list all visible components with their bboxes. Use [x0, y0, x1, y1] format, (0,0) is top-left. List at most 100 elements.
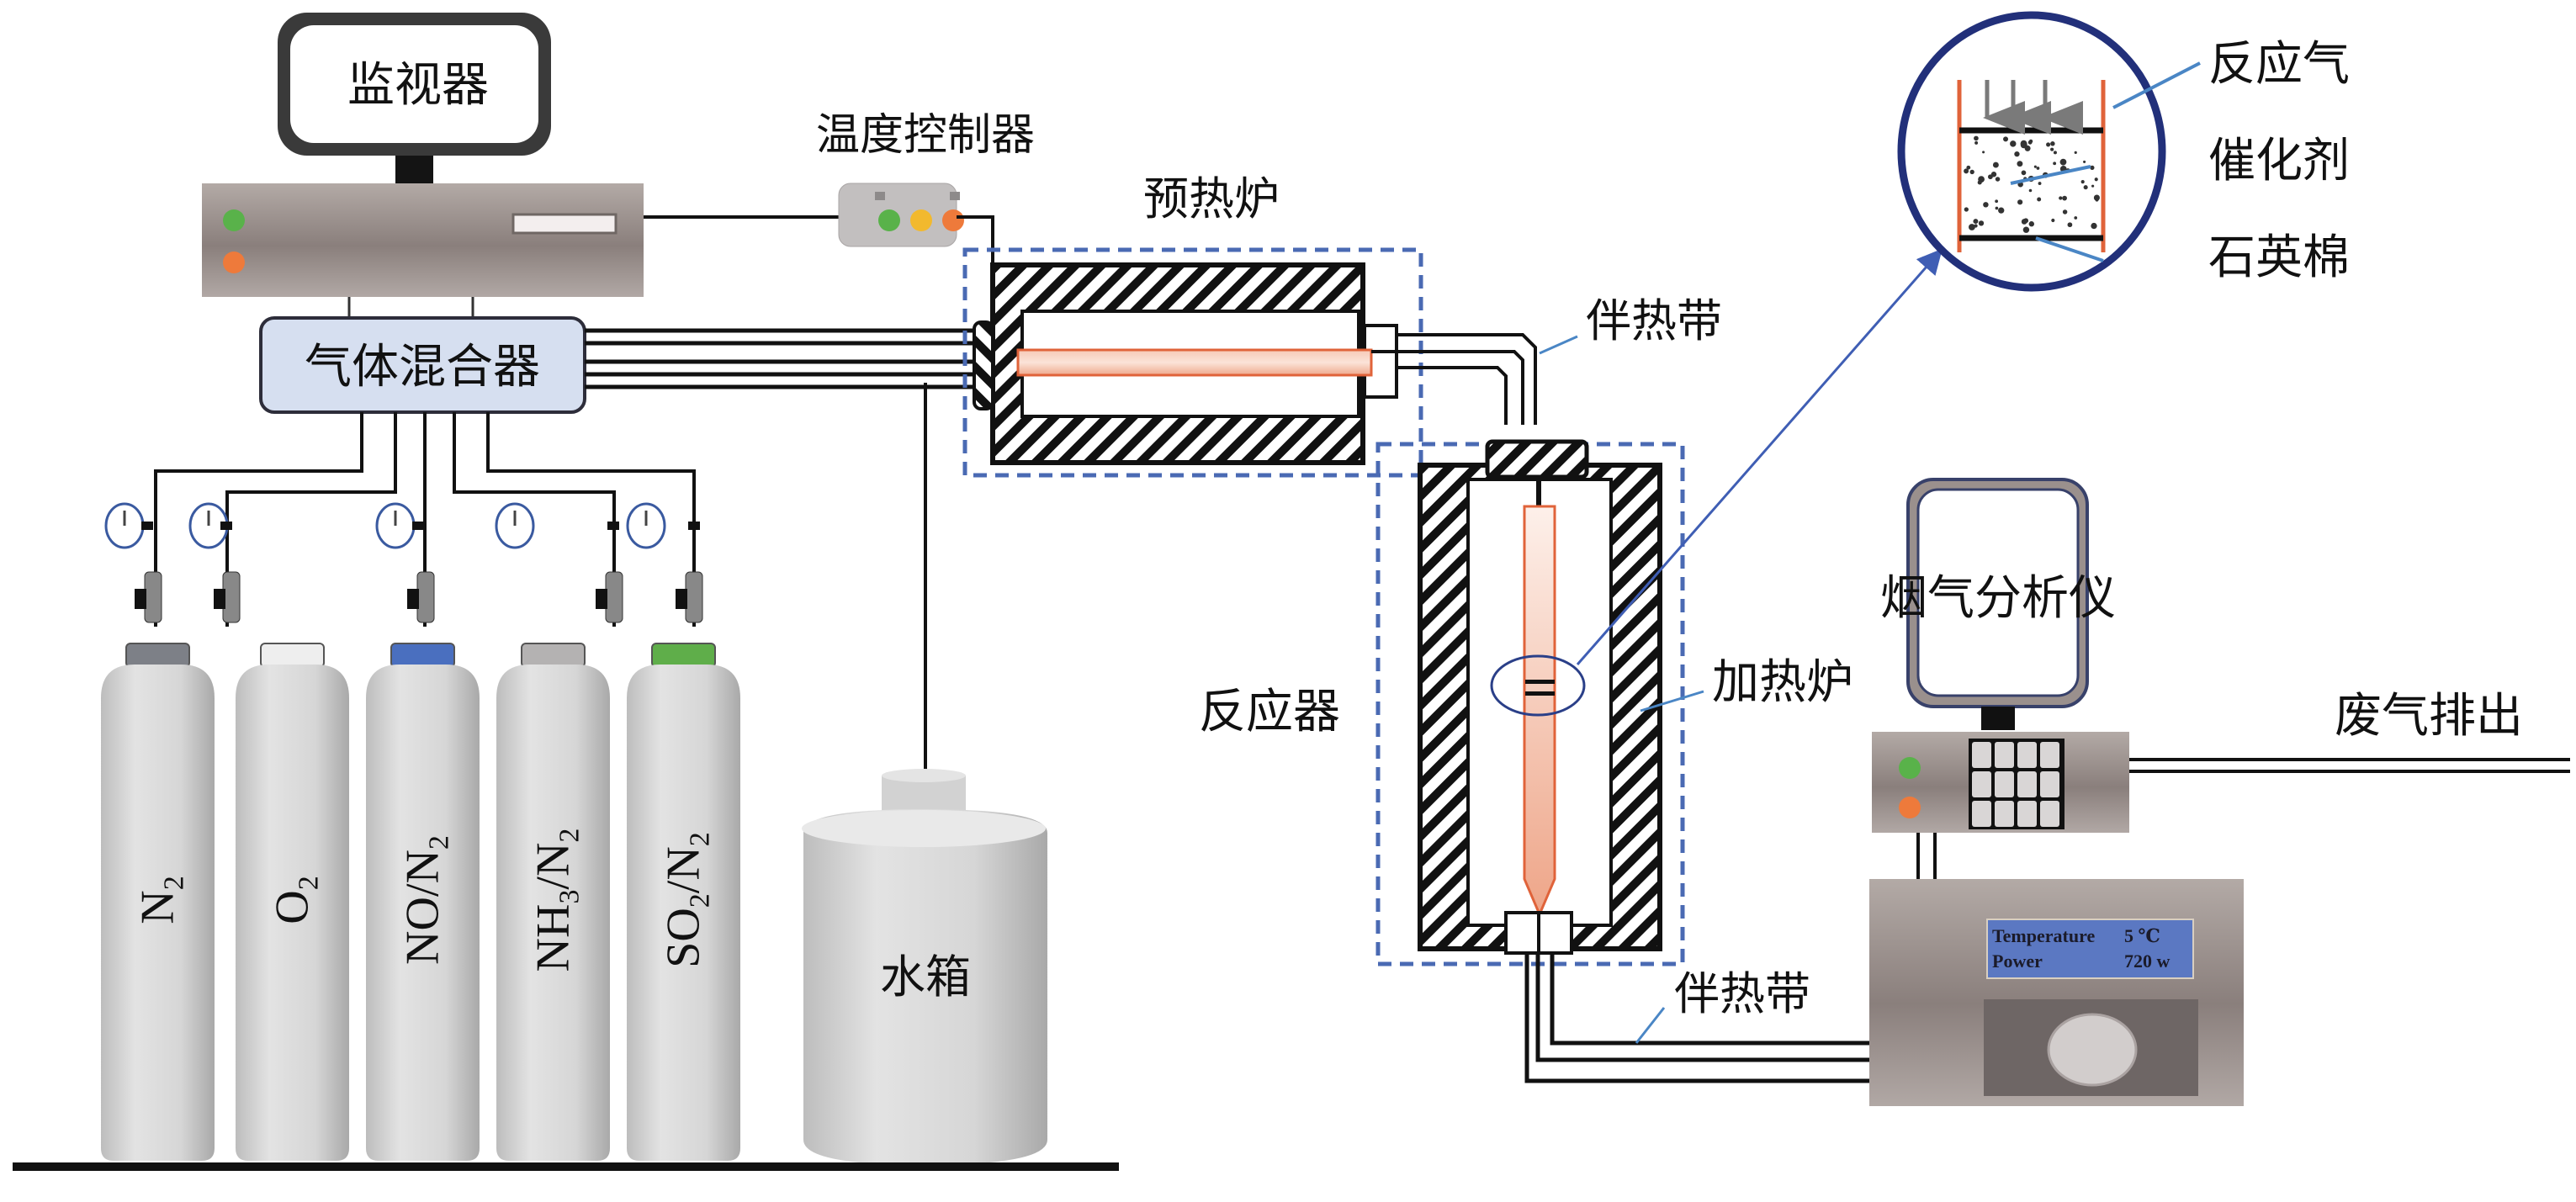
catalyst-particle	[2036, 167, 2040, 170]
preheater-label: 预热炉	[1143, 172, 1280, 225]
catalyst-particle	[1995, 199, 1999, 204]
catalyst-particle	[2059, 196, 2063, 200]
cylinder-cap	[651, 643, 716, 668]
reactor-quartz-tube	[1523, 505, 1556, 918]
cylinder-body	[366, 665, 480, 1161]
cylinder-body	[236, 665, 349, 1161]
catalyst-particle	[1966, 165, 1971, 170]
catalyst-particle	[1964, 168, 1969, 174]
catalyst-particle	[2024, 145, 2031, 151]
heating-furnace-label: 加热炉	[1712, 655, 1853, 710]
keypad-key	[2017, 771, 2037, 797]
gas-mixer-label: 气体混合器	[305, 340, 540, 394]
catalyst-particle	[2094, 177, 2098, 182]
inset-pointer-line	[1576, 248, 1943, 665]
catalyst-particle	[1964, 207, 1969, 212]
gas-flow-arrows	[1983, 80, 2083, 135]
heat-tape-lower-label: 伴热带	[1674, 967, 1810, 1020]
temp-controller-label: 温度控制器	[816, 110, 1035, 161]
gas-cylinder: NO/N2	[366, 643, 480, 1161]
cylinder-label: O2	[267, 876, 325, 924]
catalyst-particle	[2062, 209, 2068, 214]
inset-label-reaction-gas: 反应气	[2208, 37, 2350, 92]
cylinder-label: NO/N2	[397, 835, 455, 965]
callout-line	[1635, 1007, 1666, 1044]
analyzer-monitor-label: 烟气分析仪	[1880, 571, 2116, 626]
catalyst-particle	[1982, 151, 1985, 154]
callout-line	[2010, 165, 2091, 185]
monitor-label: 监视器	[347, 58, 489, 113]
quartz-tube	[1016, 348, 1373, 377]
catalyst-particle	[2095, 198, 2099, 202]
catalyst-particle	[2022, 226, 2030, 233]
pressure-gauge-icon	[188, 502, 241, 623]
water-tank-label: 水箱	[880, 950, 971, 1003]
lcd-power-label: Power	[1992, 950, 2043, 972]
reactor-label: 反应器	[1199, 685, 1340, 739]
keypad-key	[1995, 771, 2014, 797]
led-green	[223, 209, 245, 231]
cylinder-cap	[260, 643, 325, 668]
water-tank: 水箱	[802, 383, 1047, 1165]
led-yellow	[910, 209, 932, 231]
monitor: 监视器	[278, 13, 551, 185]
keypad-key	[1972, 771, 1991, 797]
keypad-key	[2017, 801, 2037, 827]
catalyst-particle	[2093, 194, 2100, 201]
lcd-display	[1986, 919, 2194, 979]
catalyst-particle	[1969, 169, 1974, 175]
led-green	[1899, 757, 1921, 779]
catalyst-particle	[2091, 222, 2097, 230]
keypad-key	[2017, 742, 2037, 768]
catalyst-particle	[1995, 206, 1999, 210]
catalyst-particle	[2021, 219, 2027, 225]
flue-gas-analyzer: 烟气分析仪	[1872, 478, 2129, 879]
catalyst-particle	[1974, 135, 1979, 141]
catalyst-particle	[2074, 216, 2078, 220]
catalyst-inset	[1897, 11, 2166, 292]
catalyst-particle	[1973, 219, 1979, 225]
keypad-key	[1995, 742, 2014, 768]
disk-slot	[511, 213, 617, 235]
lcd-temp-value: 5 ℃	[2124, 925, 2160, 946]
catalyst-particle	[2050, 141, 2055, 146]
floor-line	[13, 1162, 1119, 1171]
catalyst-particle	[2003, 136, 2009, 142]
cylinder-body	[101, 665, 215, 1161]
reactor	[1375, 439, 1685, 966]
gas-cylinder: O2	[236, 643, 349, 1161]
catalyst-particle	[1983, 202, 1989, 208]
regulators	[104, 502, 703, 623]
catalyst-particle	[2050, 147, 2054, 151]
catalyst-particle	[1998, 207, 2005, 214]
heat-tape-upper-label: 伴热带	[1586, 294, 1722, 347]
catalyst-particle	[2028, 188, 2033, 193]
catalyst-particle	[2062, 195, 2067, 201]
preheater-dashed-box	[962, 247, 1423, 478]
catalyst-particle	[2080, 180, 2085, 184]
cylinder-cap	[125, 643, 190, 668]
catalyst-particle	[1968, 224, 1975, 230]
catalyst-particle	[2053, 151, 2057, 155]
catalyst-particle	[2037, 197, 2042, 202]
cylinder-label: N2	[132, 876, 190, 924]
catalyst-particle	[1995, 177, 2001, 182]
catalyst-particle	[2091, 184, 2095, 188]
catalyst-particle	[1974, 224, 1978, 228]
catalyst-particle	[1974, 140, 1979, 145]
control-knob	[2047, 1013, 2138, 1087]
led-green	[878, 209, 900, 231]
reactor-dashed-box	[1375, 442, 1685, 966]
cylinder-cap	[390, 643, 455, 668]
catalyst-particle	[2059, 158, 2067, 166]
catalyst-particle	[1978, 220, 1985, 226]
callout-line	[1640, 690, 1704, 712]
catalyst-particle	[1990, 172, 1997, 177]
catalyst-particle	[1992, 162, 1999, 168]
gas-cylinder: SO2/N2	[627, 643, 740, 1161]
keypad-key	[2040, 742, 2059, 768]
catalyst-particle	[2021, 170, 2027, 176]
pressure-gauge-icon	[375, 502, 435, 623]
catalyst-particle	[2067, 222, 2073, 228]
